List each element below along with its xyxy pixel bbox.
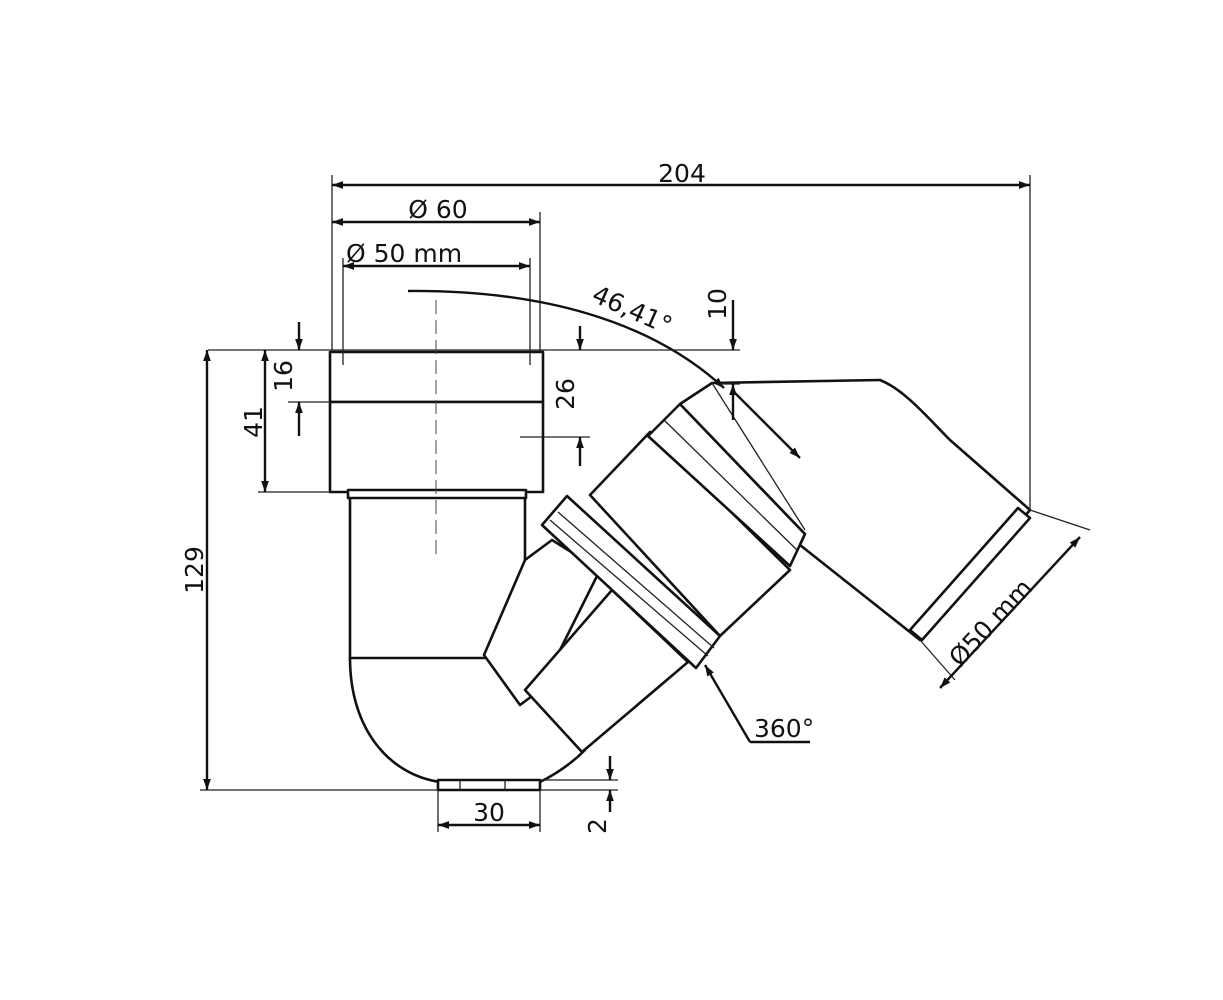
dim-360-label: 360°	[754, 714, 814, 743]
dim-depth-26: 26	[520, 326, 590, 466]
dim-2-label: 2	[583, 818, 612, 834]
dim-base-width: 30	[437, 790, 541, 832]
inlet-neck	[346, 488, 528, 500]
dim-rotation: 360°	[703, 664, 814, 744]
dim-10-label: 10	[703, 288, 732, 320]
dim-overall-height: 129	[180, 350, 438, 791]
dim-41-label: 41	[239, 406, 268, 438]
dim-offset-10: 10	[208, 288, 740, 420]
dim-204-label: 204	[658, 159, 706, 188]
dim-height-16: 16	[269, 322, 330, 436]
dim-angle-label: 46,41°	[588, 280, 677, 341]
dim-diameter-50-label: Ø 50 mm	[346, 239, 462, 268]
dim-overall-width: 204	[331, 159, 1031, 510]
pipe-body	[328, 300, 1032, 792]
middle-coupling	[588, 430, 792, 638]
dim-angle-extension	[733, 391, 801, 459]
dim-30-label: 30	[473, 798, 505, 827]
dim-129-label: 129	[180, 546, 209, 594]
dim-outer-diameter: Ø 60	[332, 195, 541, 352]
base-plate	[436, 778, 542, 792]
dim-base-height: 2	[540, 756, 618, 834]
dim-inlet-diameter: Ø 50 mm	[342, 239, 531, 365]
dim-16-label: 16	[269, 360, 298, 392]
dim-height-41: 41	[239, 350, 330, 493]
inlet-collar	[328, 350, 545, 404]
dim-diameter-60-label: Ø 60	[408, 195, 467, 224]
dim-26-label: 26	[551, 378, 580, 410]
